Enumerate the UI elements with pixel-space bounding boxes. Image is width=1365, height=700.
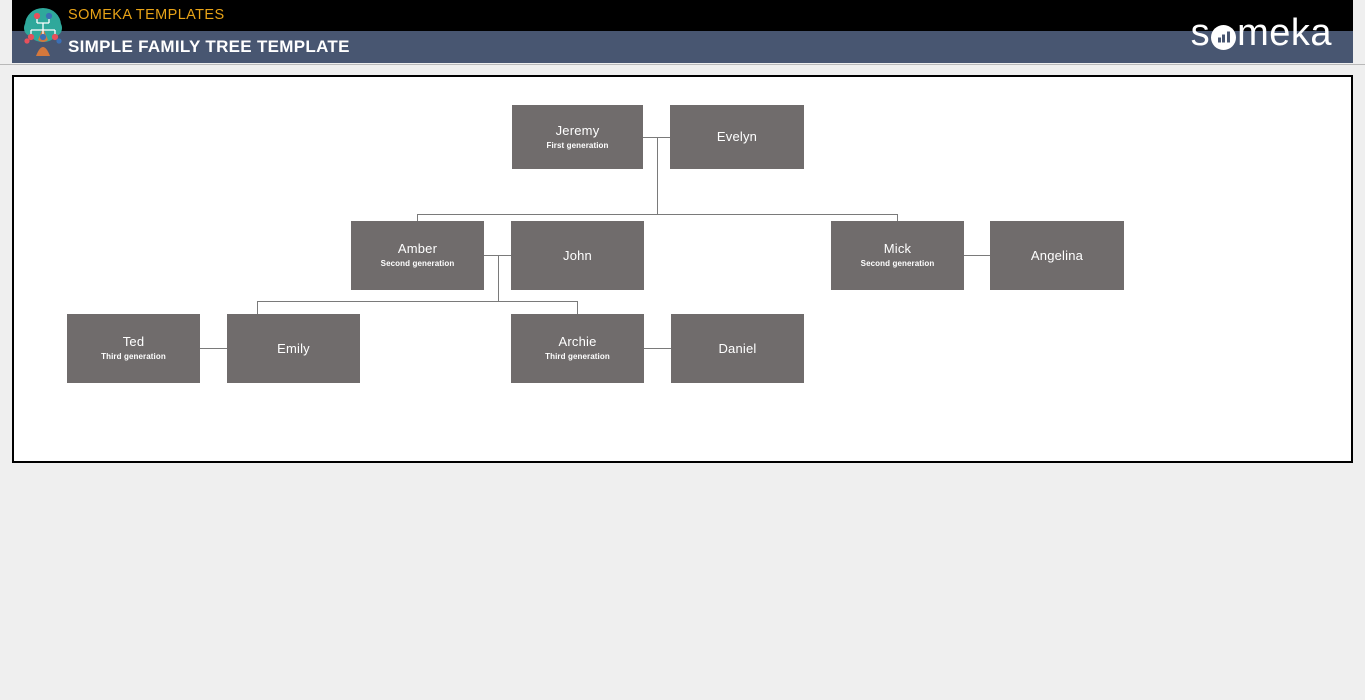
someka-logo: s meka — [1191, 13, 1332, 53]
app-header: SOMEKA TEMPLATES SIMPLE FAMILY TREE TEMP… — [0, 0, 1365, 64]
tree-node-generation: Third generation — [101, 352, 166, 361]
tree-node-name: Ted — [122, 334, 145, 349]
connector-jeremy-evelyn-drop — [657, 137, 658, 214]
connector-jeremy-evelyn-spouse — [643, 137, 670, 138]
connector-archie-riser — [577, 301, 578, 314]
tree-node-generation: First generation — [546, 140, 609, 150]
tree-node-name: Angelina — [1030, 247, 1084, 263]
header-band-bottom — [12, 31, 1353, 63]
family-tree-logo-icon — [24, 6, 62, 58]
page-title: SIMPLE FAMILY TREE TEMPLATE — [68, 37, 350, 56]
tree-node-name: Archie — [558, 334, 597, 349]
connector-ted-emily-spouse — [200, 348, 227, 349]
tree-node-emily[interactable]: Emily — [227, 314, 360, 383]
tree-node-daniel[interactable]: Daniel — [671, 314, 804, 383]
header-divider — [0, 64, 1365, 65]
connector-amber-riser — [417, 214, 418, 221]
tree-node-name: Jeremy — [555, 122, 600, 138]
tree-node-name: Evelyn — [716, 129, 758, 144]
tree-node-angelina[interactable]: Angelina — [990, 221, 1124, 290]
connector-mick-riser — [897, 214, 898, 221]
connector-archie-daniel-spouse — [644, 348, 671, 349]
tree-node-john[interactable]: John — [511, 221, 644, 290]
connector-amber-john-spouse — [484, 255, 511, 256]
connector-gen3-bus — [257, 301, 578, 302]
connector-gen2-bus — [417, 214, 898, 215]
connector-amber-john-drop — [498, 255, 499, 301]
tree-node-name: John — [563, 247, 592, 263]
tree-node-name: Amber — [397, 241, 438, 256]
tree-node-generation: Second generation — [380, 259, 455, 268]
tree-node-name: Emily — [277, 340, 310, 356]
brand-label: SOMEKA TEMPLATES — [68, 7, 225, 23]
connector-mick-angelina-spouse — [964, 255, 990, 256]
bar-chart-icon — [1211, 24, 1237, 50]
tree-node-evelyn[interactable]: Evelyn — [670, 105, 804, 169]
wordmark-left: s — [1190, 12, 1211, 54]
tree-node-generation: Second generation — [860, 259, 935, 268]
wordmark-right: meka — [1237, 12, 1332, 54]
tree-node-generation: Third generation — [545, 352, 610, 361]
tree-node-name: Mick — [883, 241, 912, 256]
header-band-top — [12, 0, 1353, 31]
connector-emily-riser — [257, 301, 258, 314]
tree-node-name: Daniel — [718, 340, 757, 356]
